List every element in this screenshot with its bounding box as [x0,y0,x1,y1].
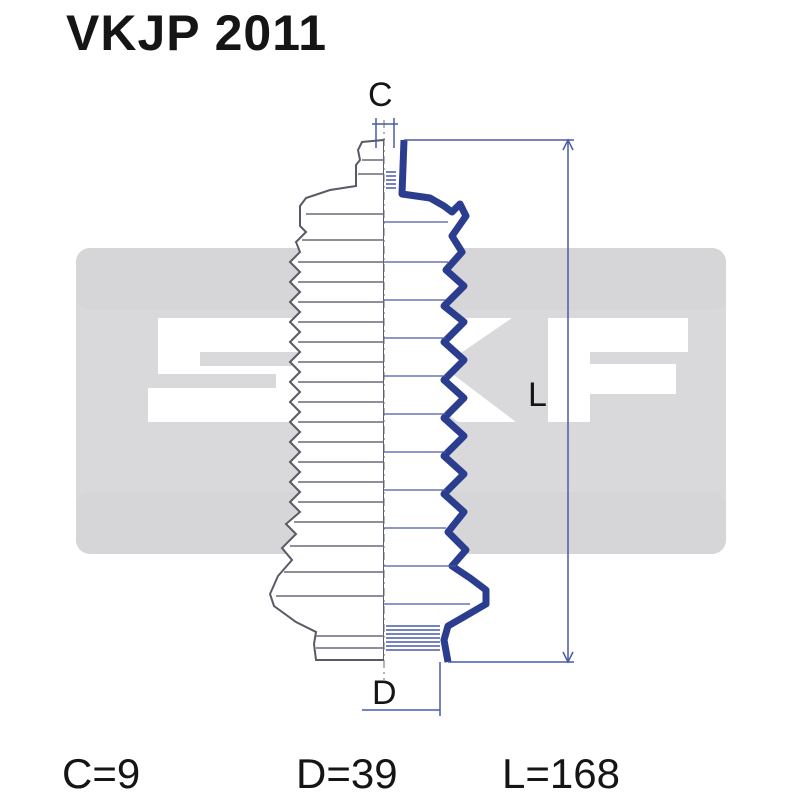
bellows-section [383,120,490,680]
bellows-left-half [268,138,385,661]
label-d: D [372,674,397,712]
dimension-l: L=168 [502,750,620,797]
label-l: L [528,376,547,414]
product-code-title: VKJP 2011 [66,5,328,61]
dimension-c: C=9 [62,750,141,797]
label-c: C [368,76,393,114]
dimension-lines [362,118,574,716]
dimension-d: D=39 [296,750,398,797]
